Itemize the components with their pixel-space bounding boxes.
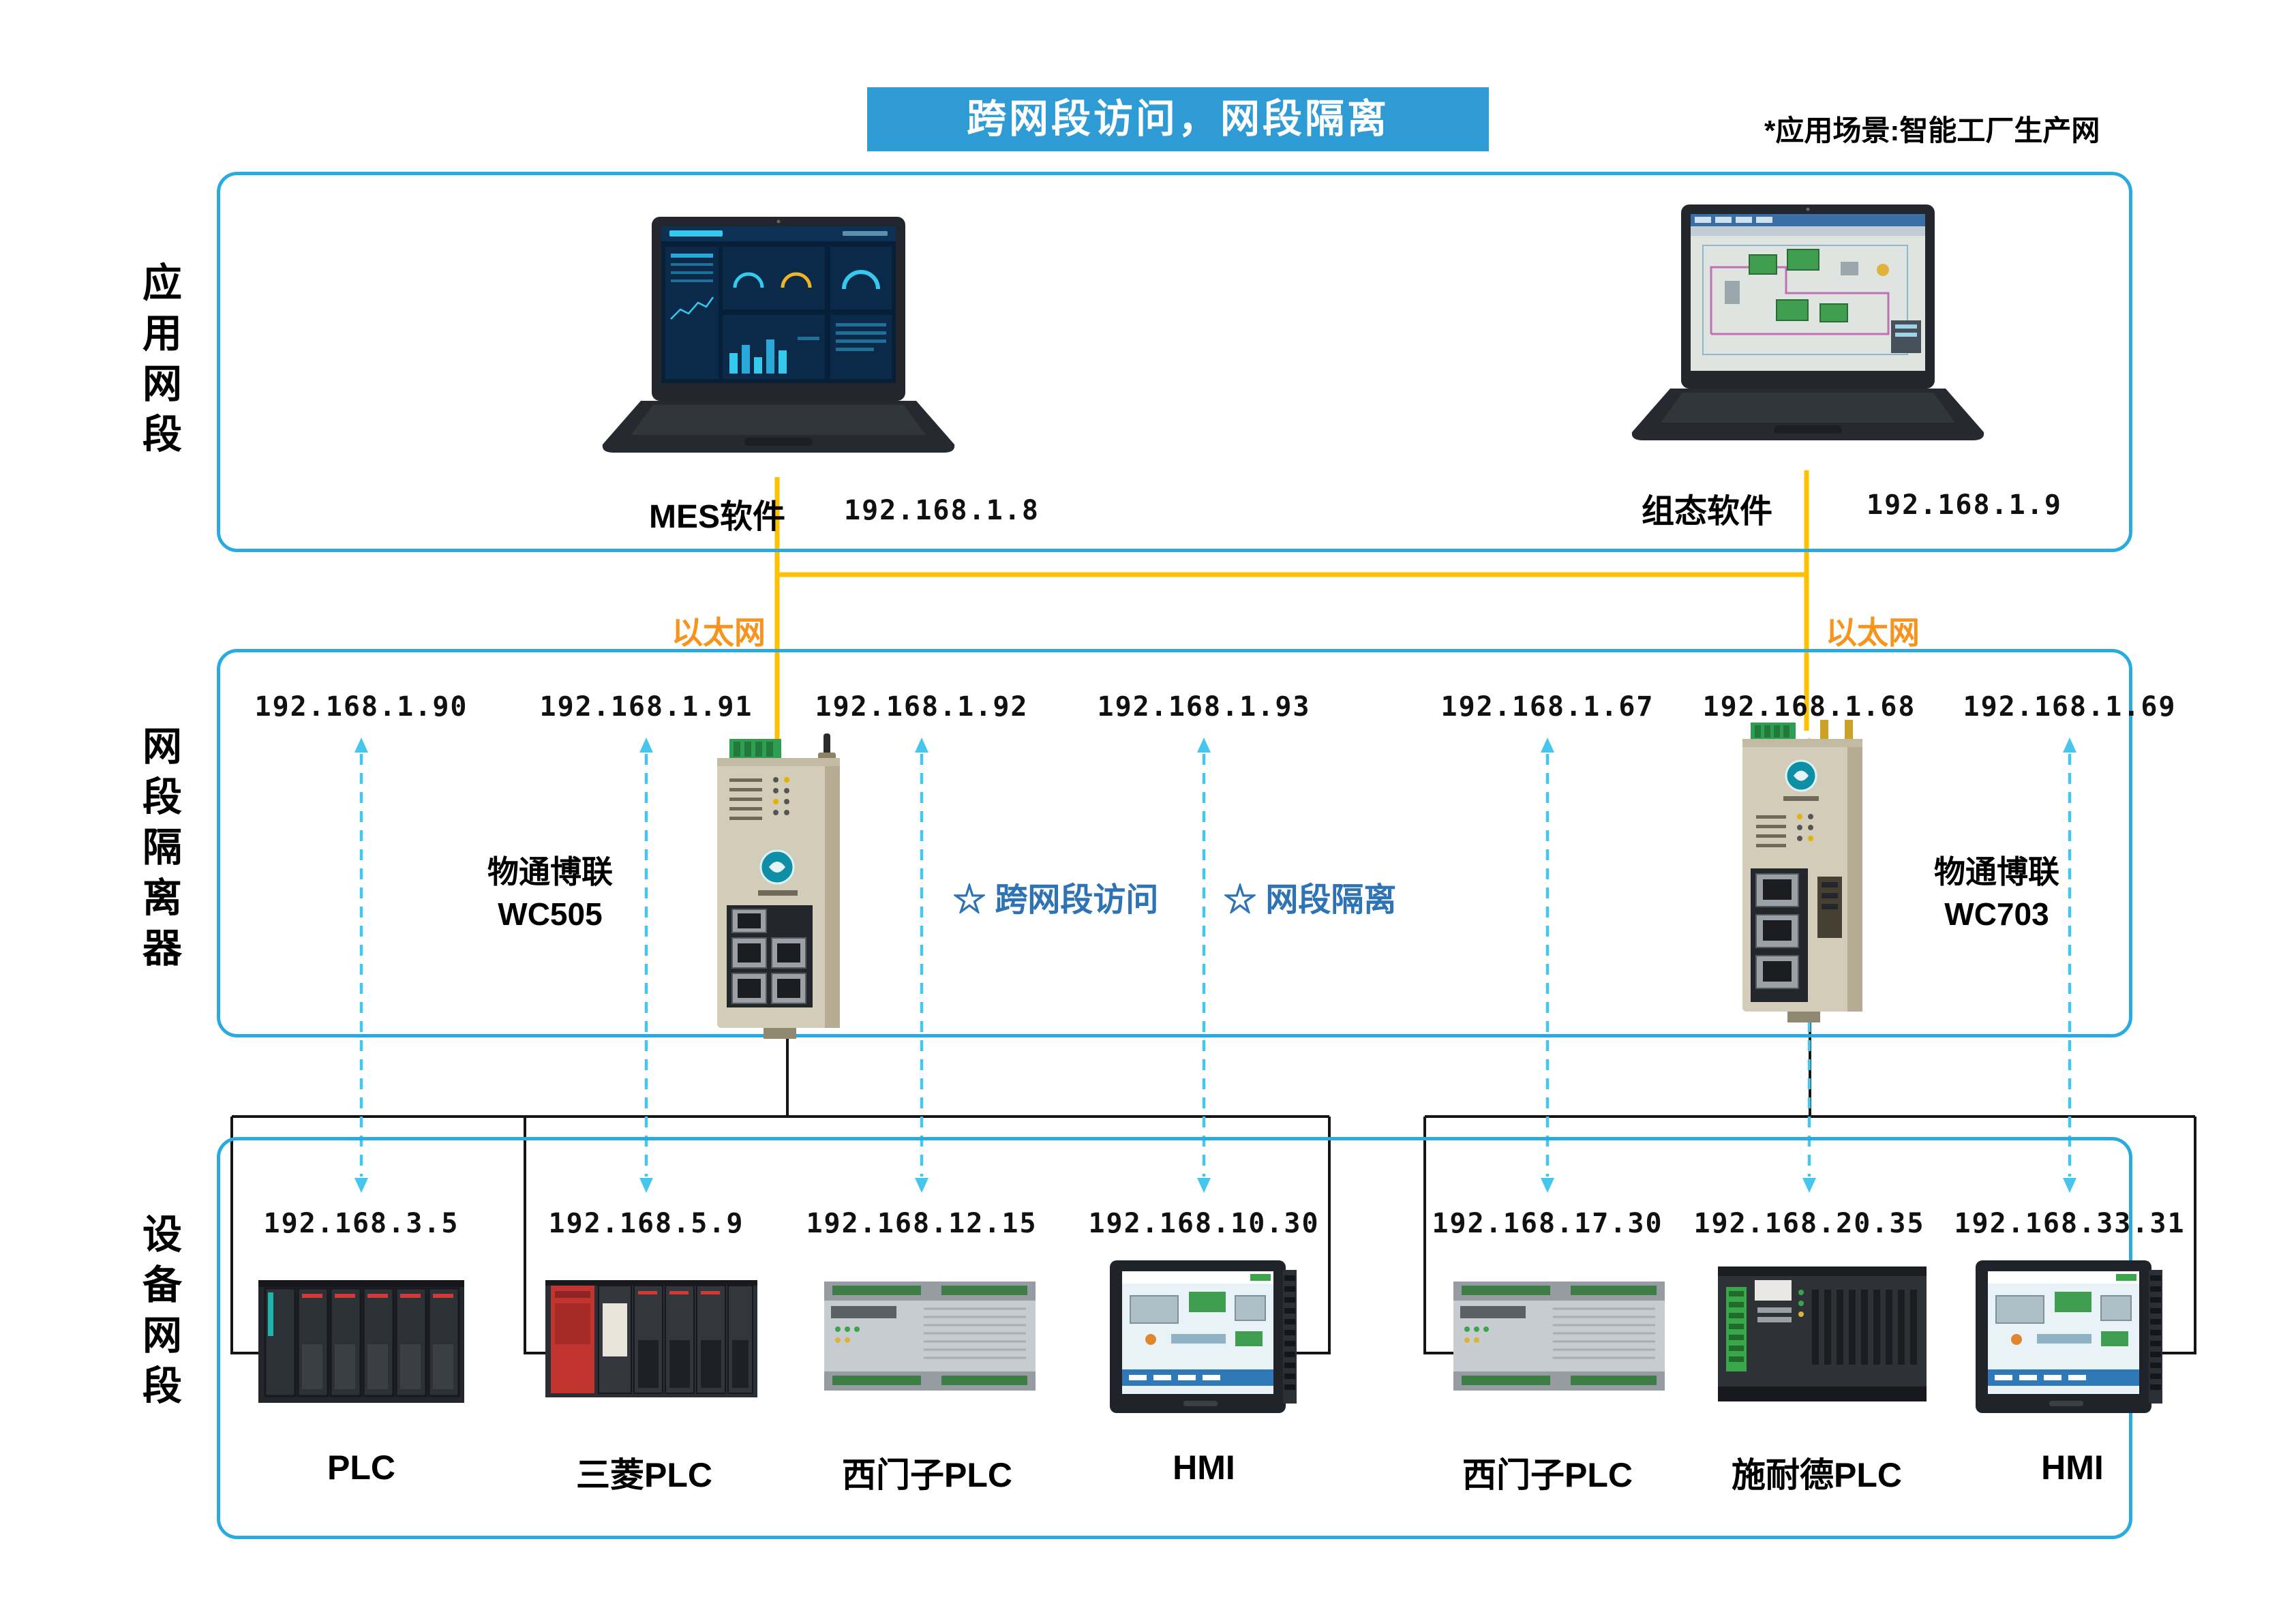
schneider-plc-image (1718, 1266, 1927, 1401)
mes-laptop-image (602, 217, 955, 453)
device-ip-1: 192.168.3.5 (263, 1208, 459, 1239)
wc505-gateway-image (717, 733, 840, 1039)
device-ip-2: 192.168.5.9 (548, 1208, 744, 1239)
app-segment-box (217, 172, 2132, 552)
isolator-ip-1: 192.168.1.90 (254, 691, 468, 723)
mes-node-label: MES软件 (649, 499, 786, 535)
scada-node-ip: 192.168.1.9 (1867, 489, 2062, 521)
device-ip-3: 192.168.12.15 (806, 1208, 1038, 1239)
device-ip-6: 192.168.20.35 (1693, 1208, 1925, 1239)
isolator-ip-2: 192.168.1.91 (539, 691, 753, 723)
device-name-6: 施耐德PLC (1732, 1456, 1902, 1494)
isolator-ip-3: 192.168.1.92 (815, 691, 1029, 723)
device-ip-7: 192.168.33.31 (1954, 1208, 2186, 1239)
scenario-note: *应用场景:智能工厂生产网 (1764, 115, 2100, 147)
device-name-4: HMI (1173, 1448, 1235, 1487)
plc-image (258, 1280, 464, 1403)
siemens-plc-image (824, 1281, 1036, 1391)
wc703-brand-label: 物通博联 (1934, 854, 2059, 890)
app-segment-label: 应用网段 (136, 262, 181, 464)
hmi-image-2 (1976, 1260, 2162, 1413)
ethernet-label-right: 以太网 (1826, 615, 1920, 650)
isolator-segment-box (217, 649, 2132, 1037)
isolator-ip-6: 192.168.1.68 (1702, 691, 1916, 723)
wc505-brand-label: 物通博联 (487, 854, 613, 890)
device-name-1: PLC (327, 1448, 395, 1487)
device-name-5: 西门子PLC (1462, 1456, 1633, 1494)
mes-node-ip: 192.168.1.8 (844, 495, 1040, 526)
isolator-ip-7: 192.168.1.69 (1963, 691, 2177, 723)
wc505-model-label: WC505 (498, 896, 603, 932)
feature-isolation: ☆ 网段隔离 (1224, 882, 1397, 918)
wc703-gateway-image (1742, 720, 1862, 1022)
device-ip-5: 192.168.17.30 (1432, 1208, 1663, 1239)
device-name-2: 三菱PLC (576, 1456, 712, 1494)
siemens-plc-image-2 (1453, 1281, 1665, 1391)
isolator-ip-4: 192.168.1.93 (1097, 691, 1311, 723)
scada-laptop-image (1631, 204, 1984, 440)
device-name-7: HMI (2041, 1448, 2104, 1487)
scada-node-label: 组态软件 (1642, 494, 1773, 530)
device-ip-4: 192.168.10.30 (1088, 1208, 1320, 1239)
wc703-model-label: WC703 (1944, 896, 2049, 932)
isolator-segment-label: 网段隔离器 (136, 725, 181, 977)
title-banner: 跨网段访问，网段隔离 (867, 87, 1489, 151)
device-segment-label: 设备网段 (136, 1213, 181, 1415)
device-name-3: 西门子PLC (842, 1456, 1012, 1494)
mitsubishi-plc-image (545, 1280, 757, 1397)
ethernet-label-left: 以太网 (671, 615, 766, 650)
isolator-ip-5: 192.168.1.67 (1440, 691, 1655, 723)
hmi-image (1110, 1260, 1297, 1413)
feature-cross-segment: ☆ 跨网段访问 (953, 882, 1159, 918)
